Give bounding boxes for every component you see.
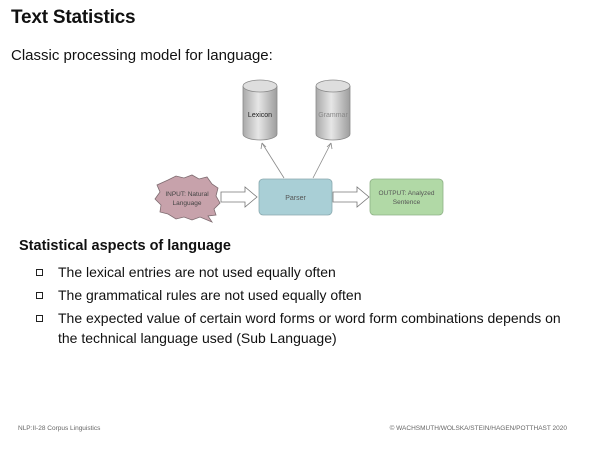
input-label-line2: Language (173, 200, 202, 207)
list-item: The grammatical rules are not used equal… (36, 285, 581, 305)
output-label-line1: OUTPUT: Analyzed (379, 190, 435, 197)
square-bullet-icon (36, 269, 43, 276)
processing-model-diagram: Lexicon Grammar INPUT: Natural Language … (154, 79, 444, 223)
parser-to-lexicon-arrow (260, 142, 285, 179)
footer-copyright: © WACHSMUTH/WOLSKA/STEIN/HAGEN/POTTHAST … (389, 425, 567, 432)
square-bullet-icon (36, 315, 43, 322)
grammar-label: Grammar (318, 112, 348, 119)
page-subtitle: Classic processing model for language: (11, 47, 273, 64)
parser-to-output-arrow (332, 186, 370, 208)
input-label-line1: INPUT: Natural (165, 191, 209, 198)
lexicon-label: Lexicon (248, 112, 272, 119)
list-item-text: The expected value of certain word forms… (58, 310, 561, 346)
parser-to-grammar-arrow (312, 142, 333, 179)
list-item: The lexical entries are not used equally… (36, 262, 581, 282)
output-label-line2: Sentence (393, 199, 421, 206)
input-to-parser-arrow (220, 186, 258, 208)
footer-course-label: NLP:II-28 Corpus Linguistics (18, 425, 101, 432)
parser-box: Parser (258, 178, 333, 216)
input-speech-bubble: INPUT: Natural Language (154, 174, 221, 223)
parser-label: Parser (285, 195, 306, 202)
output-box: OUTPUT: Analyzed Sentence (369, 178, 444, 216)
list-item-text: The lexical entries are not used equally… (58, 264, 336, 280)
page-title: Text Statistics (11, 7, 136, 28)
grammar-cylinder: Grammar (315, 79, 351, 141)
lexicon-cylinder: Lexicon (242, 79, 278, 141)
bullet-list: The lexical entries are not used equally… (36, 262, 581, 351)
section-heading: Statistical aspects of language (19, 238, 231, 254)
list-item-text: The grammatical rules are not used equal… (58, 287, 362, 303)
list-item: The expected value of certain word forms… (36, 308, 581, 348)
square-bullet-icon (36, 292, 43, 299)
